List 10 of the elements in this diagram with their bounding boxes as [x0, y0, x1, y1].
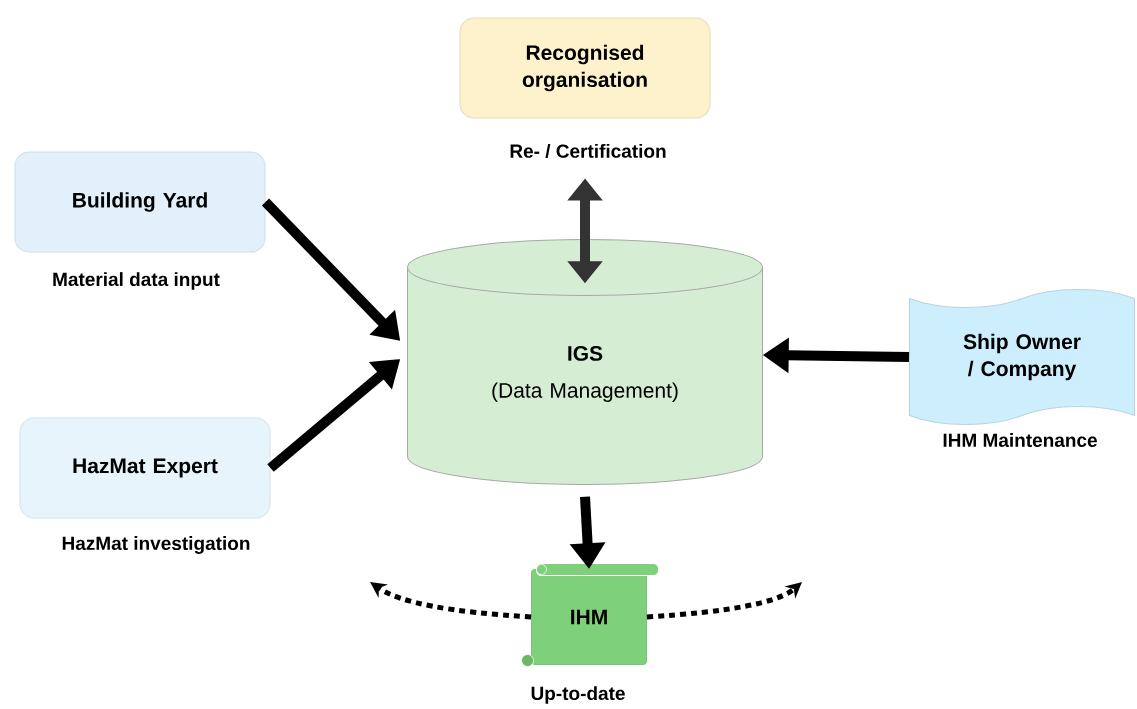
rounded-box: Recognised organisation [459, 17, 711, 119]
rounded-box: Building Yard [14, 151, 266, 253]
caption-text: IHM Maintenance [943, 433, 1097, 447]
caption-text: Re- / Certification [510, 143, 666, 159]
arrow [646, 582, 802, 620]
caption-text: HazMat investigation [62, 536, 250, 554]
caption-text: Up-to-date [531, 686, 625, 704]
rounded-box: HazMat Expert [19, 417, 271, 519]
caption-text: Material data input [53, 272, 220, 290]
database-cylinder: IGS (Data Management) [407, 239, 763, 485]
